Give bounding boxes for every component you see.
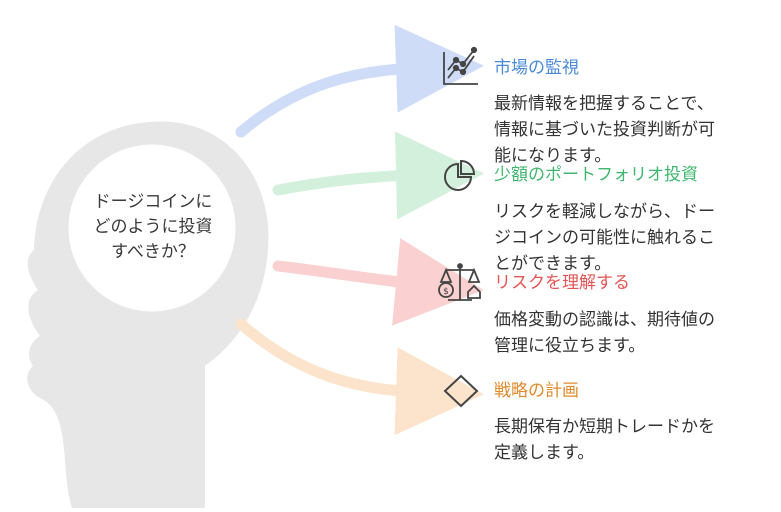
diamond-icon (443, 374, 479, 408)
line-chart-icon (443, 46, 478, 85)
small-portfolio-description: リスクを軽減しながら、ドー ジコインの可能性に触れるこ とができます。 (494, 199, 764, 277)
central-question-line: ドージコインに (93, 192, 213, 212)
balance-scale-icon (438, 263, 481, 301)
central-question: ドージコインに どのように投資 すべきか？ (78, 190, 228, 265)
description-line: リスクを軽減しながら、ドー (494, 202, 715, 222)
description-line: とができます。 (494, 254, 612, 274)
description-line: 能になります。 (494, 146, 612, 166)
small-portfolio-title: 少額のポートフォリオ投資 (494, 165, 698, 185)
description-line: 最新情報を把握することで、 (494, 94, 714, 114)
strategy-planning-description: 長期保有か短期トレードかを 定義します。 (494, 414, 764, 466)
description-line: ジコインの可能性に触れるこ (494, 228, 715, 248)
description-line: 定義します。 (494, 443, 595, 463)
arrow-to-understand-risk (272, 238, 484, 326)
strategy-planning-title: 戦略の計画 (494, 381, 579, 401)
market-monitoring-description: 最新情報を把握することで、 情報に基づいた投資判断が可 能になります。 (494, 91, 764, 169)
dollar-sign-glyph: $ (443, 287, 449, 297)
pie-chart-icon (444, 159, 476, 191)
description-line: 情報に基づいた投資判断が可 (494, 120, 715, 140)
arrow-to-market-monitoring (235, 24, 484, 138)
market-monitoring-title: 市場の監視 (494, 58, 579, 78)
understand-risk-description: 価格変動の認識は、期待値の 管理に役立ちます。 (494, 307, 764, 359)
central-question-line: どのように投資 (93, 217, 213, 237)
understand-risk-title: リスクを理解する (494, 273, 630, 293)
description-line: 管理に役立ちます。 (494, 336, 646, 356)
head-thought-circle (55, 131, 249, 325)
description-line: 長期保有か短期トレードかを (494, 417, 715, 437)
arrow-to-strategy-planning (235, 318, 484, 436)
central-question-line: すべきか？ (111, 242, 195, 262)
description-line: 価格変動の認識は、期待値の (494, 310, 715, 330)
arrow-to-small-portfolio (272, 131, 484, 220)
